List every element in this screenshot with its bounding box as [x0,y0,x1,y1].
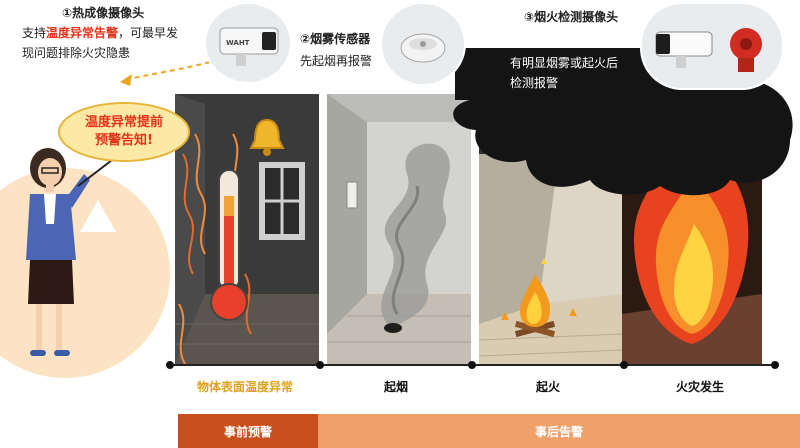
stage-label-temperature: 物体表面温度异常 [196,380,293,394]
presenter-person-illustration [26,148,90,356]
room-illustration-2 [327,94,471,364]
scene-temperature-anomaly [175,94,319,364]
room-illustration-1 [175,94,319,364]
fire-desc-line1: 有明显烟雾或起火后 [510,56,619,70]
timeline-dot-5 [771,361,779,369]
fire-desc-line2: 检测报警 [510,76,559,90]
timeline-dot-1 [166,361,174,369]
thermal-desc-highlight: 温度异常告警 [46,26,119,40]
dashed-arrow [124,61,211,81]
fire-camera-icon [655,28,762,72]
post-alarm-label: 事后告警 [534,424,583,439]
timeline-dot-3 [468,361,476,369]
timeline-dot-2 [316,361,324,369]
thermal-desc-suffix: ，可最早发 [118,26,179,40]
timeline-dot-4 [620,361,628,369]
stage-label-fire-disaster: 火灾发生 [675,380,724,394]
smoke-sensor-icon [400,33,446,63]
fire-camera-image [642,4,782,88]
smoke-sensor-image [382,4,464,84]
thermometer-icon [210,169,248,321]
pre-warning-bar: 事前预警 [178,414,318,448]
fire-title-line2: 火焰传感器 [540,32,601,46]
camera-brand-text: WAHT [226,39,250,47]
smoke-desc: 先起烟再报警 [300,54,373,68]
thermal-desc-prefix: 支持 [22,26,47,40]
pre-warning-label: 事前预警 [223,424,272,439]
thermal-title: ①热成像摄像头 [62,6,145,20]
stage-label-ignition: 起火 [535,380,560,394]
post-alarm-bar: 事后告警 [318,414,800,448]
fire-title-line1: ③烟火检测摄像头 [524,10,619,24]
smoke-title: ②烟雾传感器 [300,32,371,46]
thermal-desc-line2: 现问题排除火灾隐患 [22,46,131,60]
stage-label-smoke: 起烟 [383,380,408,394]
alarm-bell-icon [249,118,285,156]
thermal-desc-line1: 支持温度异常告警，可最早发 [22,24,178,42]
thermal-camera-icon: WAHT [219,27,279,66]
warning-speech-bubble: 温度异常提前 预警告知! [58,102,190,162]
background-circle [0,168,170,378]
warning-triangle-icon [80,200,116,232]
bubble-line2: 预警告知! [95,133,153,148]
thermal-camera-image: WAHT [206,4,290,82]
scene-smoke [327,94,471,364]
bubble-line1: 温度异常提前 [84,115,163,130]
